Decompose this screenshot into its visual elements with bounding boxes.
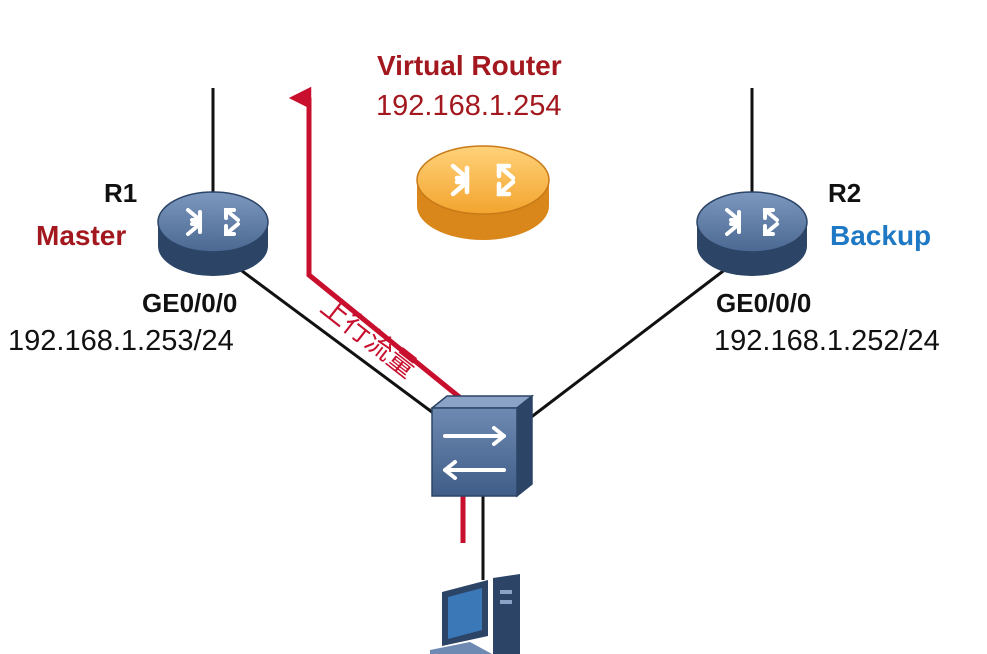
r2-ip-label: 192.168.1.252/24	[714, 325, 940, 357]
r1-interface-label: GE0/0/0	[142, 288, 238, 318]
r2-router-icon	[696, 191, 808, 276]
r2-name-label: R2	[828, 178, 862, 208]
r1-role-label: Master	[36, 220, 127, 251]
virtual-router-title: Virtual Router	[377, 50, 562, 81]
r1-ip-label: 192.168.1.253/24	[8, 325, 234, 357]
virtual-router-icon	[416, 145, 550, 240]
r1-name-label: R1	[104, 178, 138, 208]
r1-switch-link	[229, 260, 441, 420]
switch-icon	[429, 394, 535, 498]
r2-role-label: Backup	[830, 220, 932, 251]
r2-interface-label: GE0/0/0	[716, 288, 812, 318]
r1-router-icon	[157, 191, 269, 276]
virtual-router-ip: 192.168.1.254	[376, 90, 562, 122]
host-pc-icon	[430, 574, 520, 654]
r2-switch-link	[529, 260, 736, 420]
